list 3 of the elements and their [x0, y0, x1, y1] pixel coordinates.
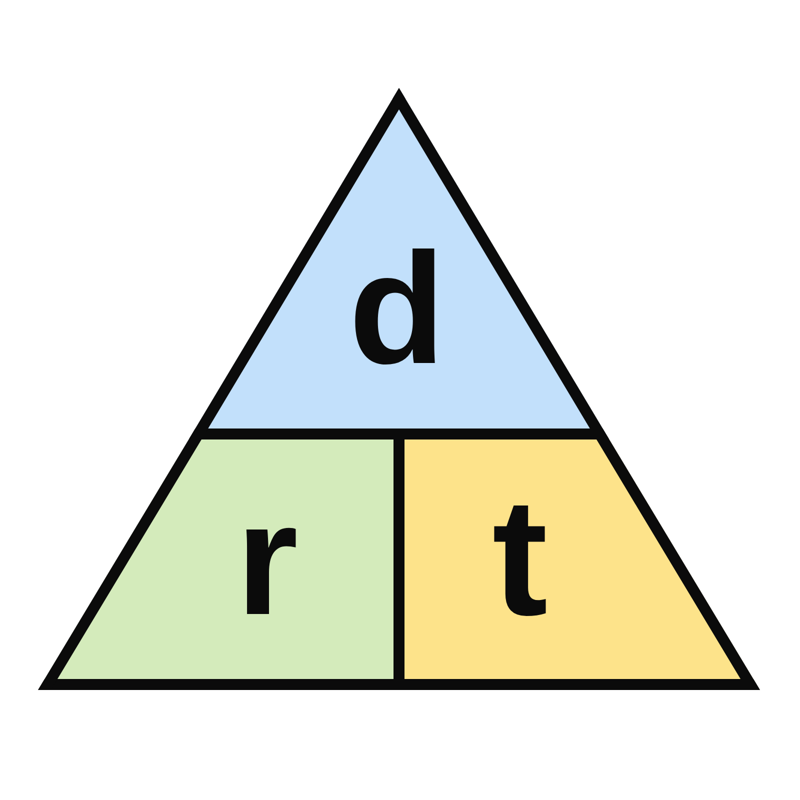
variable-letter: r — [236, 479, 298, 639]
variable-letter: d — [348, 230, 446, 388]
variable-letter: t — [492, 474, 548, 642]
